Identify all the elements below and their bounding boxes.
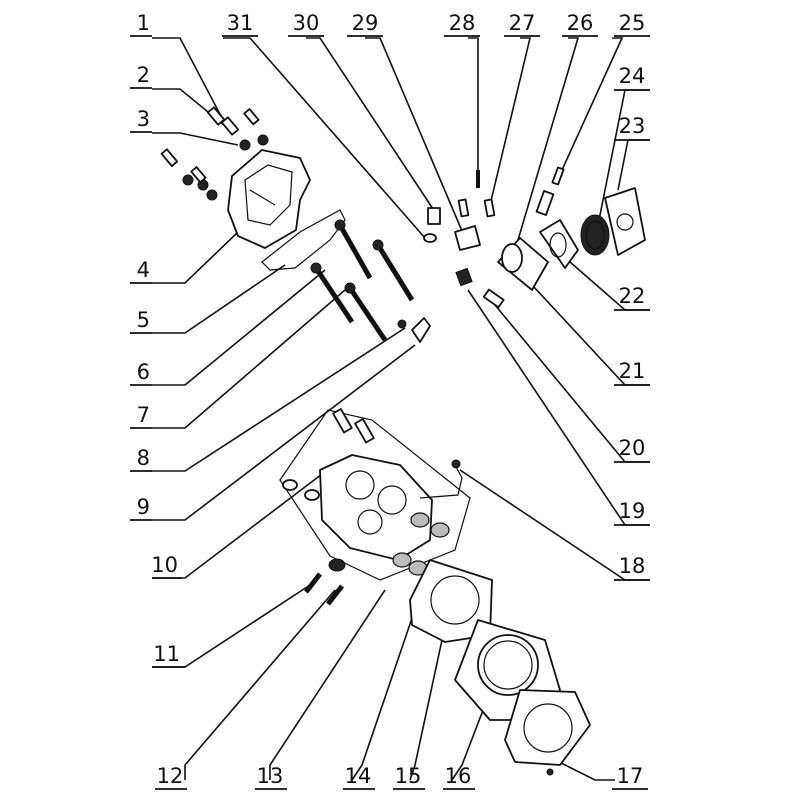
callout-27: 27 bbox=[509, 11, 536, 35]
callout-22: 22 bbox=[619, 284, 646, 308]
callouts-left: 1 2 3 4 5 6 7 8 9 10 11 bbox=[130, 11, 185, 668]
parts bbox=[160, 106, 646, 776]
callout-12: 12 bbox=[157, 764, 184, 788]
cylinder-head bbox=[279, 408, 471, 581]
small-bracket bbox=[397, 317, 431, 343]
callout-14: 14 bbox=[345, 764, 372, 788]
callout-17: 17 bbox=[617, 764, 644, 788]
screw-set-top-left bbox=[160, 106, 269, 201]
callout-21: 21 bbox=[619, 359, 646, 383]
callout-31: 31 bbox=[227, 11, 254, 35]
callout-5: 5 bbox=[137, 308, 150, 332]
callout-4: 4 bbox=[137, 258, 150, 282]
studs bbox=[304, 558, 346, 606]
hose-fitting bbox=[419, 459, 463, 499]
pump-assembly bbox=[580, 187, 646, 256]
small-fasteners-top bbox=[454, 166, 565, 251]
callout-9: 9 bbox=[137, 495, 150, 519]
callout-26: 26 bbox=[567, 11, 594, 35]
long-bolts bbox=[310, 219, 415, 342]
base-gasket bbox=[504, 689, 591, 776]
callout-23: 23 bbox=[619, 114, 646, 138]
callouts-bottom: 12 13 14 15 16 17 bbox=[155, 764, 648, 790]
callout-24: 24 bbox=[619, 64, 646, 88]
callout-16: 16 bbox=[445, 764, 472, 788]
callout-8: 8 bbox=[137, 446, 150, 470]
callout-6: 6 bbox=[137, 360, 150, 384]
callout-1: 1 bbox=[137, 11, 150, 35]
callout-18: 18 bbox=[619, 554, 646, 578]
callout-15: 15 bbox=[395, 764, 422, 788]
callout-7: 7 bbox=[137, 403, 150, 427]
nuts-top bbox=[423, 207, 441, 243]
head-cover bbox=[227, 149, 311, 249]
callout-10: 10 bbox=[151, 553, 178, 577]
callout-13: 13 bbox=[257, 764, 284, 788]
thermostat-housing bbox=[497, 219, 579, 291]
callout-25: 25 bbox=[619, 11, 646, 35]
callout-29: 29 bbox=[352, 11, 379, 35]
callout-2: 2 bbox=[137, 63, 150, 87]
callout-11: 11 bbox=[153, 642, 180, 666]
fittings bbox=[455, 267, 505, 309]
callout-3: 3 bbox=[137, 107, 150, 131]
leader-lines bbox=[152, 37, 650, 781]
callout-19: 19 bbox=[619, 499, 646, 523]
callout-28: 28 bbox=[449, 11, 476, 35]
callout-20: 20 bbox=[619, 436, 646, 460]
callouts-right: 24 23 22 21 20 19 18 bbox=[614, 64, 650, 581]
callouts-top: 31 30 29 28 27 26 25 bbox=[222, 11, 650, 37]
cover-gasket bbox=[261, 209, 346, 271]
callout-30: 30 bbox=[293, 11, 320, 35]
